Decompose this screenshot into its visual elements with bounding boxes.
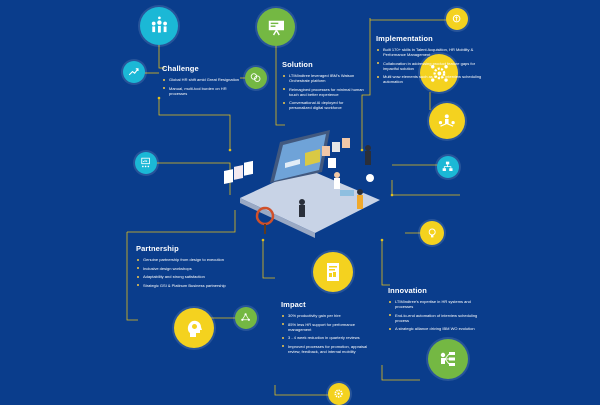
lightbulb-icon — [420, 221, 444, 245]
list-item: Manual, multi-tool burden on HR processe… — [162, 86, 244, 96]
list-item: Built 170+ skills in Talent Acquisition,… — [376, 47, 486, 57]
impact-list: 30% productivity gain per hire 85% less … — [281, 313, 371, 354]
list-item: Improved processes for promotion, apprai… — [281, 344, 371, 354]
list-item: Strategic GSI & Platinum Business partne… — [136, 283, 231, 288]
solution-section: Solution LTIMindtree leveraged IBM's Wat… — [282, 60, 367, 114]
innovation-title: Innovation — [388, 286, 427, 295]
idea-head-icon — [174, 308, 214, 348]
list-item: Multi wow elements such as E-2-E intervi… — [376, 74, 486, 84]
org-chart-icon — [135, 152, 157, 174]
list-item: End-to-end automation of interview sched… — [388, 313, 483, 323]
partnership-section: Partnership Genuine partnership from des… — [136, 244, 231, 291]
list-item: LTIMindtree's expertise in HR systems an… — [388, 299, 483, 309]
people-network-icon — [429, 103, 465, 139]
hr-office-illustration — [224, 130, 380, 238]
solution-list: LTIMindtree leveraged IBM's Watson Orche… — [282, 73, 367, 110]
list-item: Global HR shift amid Great Resignation — [162, 77, 244, 82]
list-item: 30% productivity gain per hire — [281, 313, 371, 318]
network-people-icon — [428, 339, 468, 379]
list-item: A strategic alliance driving IBM WO evol… — [388, 326, 483, 331]
chart-coin-icon — [446, 8, 468, 30]
list-item: Collaboration in addressing product feat… — [376, 61, 486, 71]
partnership-title: Partnership — [136, 244, 179, 253]
hierarchy-icon — [437, 156, 459, 178]
list-item: 85% less HR support for performance mana… — [281, 322, 371, 332]
implementation-list: Built 170+ skills in Talent Acquisition,… — [376, 47, 486, 84]
growth-arrow-icon — [123, 61, 145, 83]
partnership-list: Genuine partnership from design to execu… — [136, 257, 231, 288]
innovation-section: Innovation LTIMindtree's expertise in HR… — [388, 286, 483, 335]
challenge-list: Global HR shift amid Great Resignation M… — [162, 77, 244, 96]
list-item: Adaptability and strong satisfaction — [136, 274, 231, 279]
implementation-title: Implementation — [376, 34, 433, 43]
list-item: Genuine partnership from design to execu… — [136, 257, 231, 262]
team-icon — [140, 7, 178, 45]
list-item: 3 - 4 week reduction in quarterly review… — [281, 335, 371, 340]
list-item: LTIMindtree leveraged IBM's Watson Orche… — [282, 73, 367, 83]
document-icon — [313, 252, 353, 292]
gear-icon — [328, 383, 350, 405]
innovation-list: LTIMindtree's expertise in HR systems an… — [388, 299, 483, 331]
solution-title: Solution — [282, 60, 313, 69]
chat-bubbles-icon — [245, 67, 267, 89]
list-item: Conversational AI deployed for personali… — [282, 100, 367, 110]
presentation-board-icon — [257, 8, 295, 46]
list-item: Inclusive design workshops — [136, 266, 231, 271]
implementation-section: Implementation Built 170+ skills in Tale… — [376, 34, 486, 88]
impact-section: Impact 30% productivity gain per hire 85… — [281, 300, 371, 357]
list-item: Reimagined processes for minimal human t… — [282, 87, 367, 97]
impact-title: Impact — [281, 300, 306, 309]
gear-people-icon — [420, 54, 458, 92]
cycle-icon — [235, 307, 257, 329]
challenge-title: Challenge — [162, 64, 199, 73]
challenge-section: Challenge Global HR shift amid Great Res… — [162, 64, 244, 99]
